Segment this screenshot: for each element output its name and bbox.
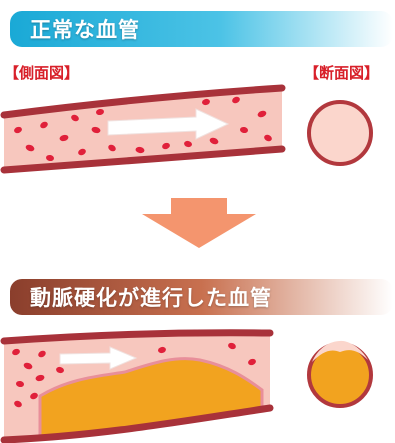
normal-vessel-side-view xyxy=(4,88,282,170)
athero-vessel-title: 動脈硬化が進行した血管 xyxy=(10,279,393,315)
down-arrow-icon xyxy=(142,198,256,248)
athero-vessel-title-text: 動脈硬化が進行した血管 xyxy=(30,282,272,312)
athero-vessel-side-view xyxy=(4,333,270,440)
normal-vessel-cross-section xyxy=(309,102,371,164)
athero-vessel-cross-section xyxy=(309,341,371,406)
